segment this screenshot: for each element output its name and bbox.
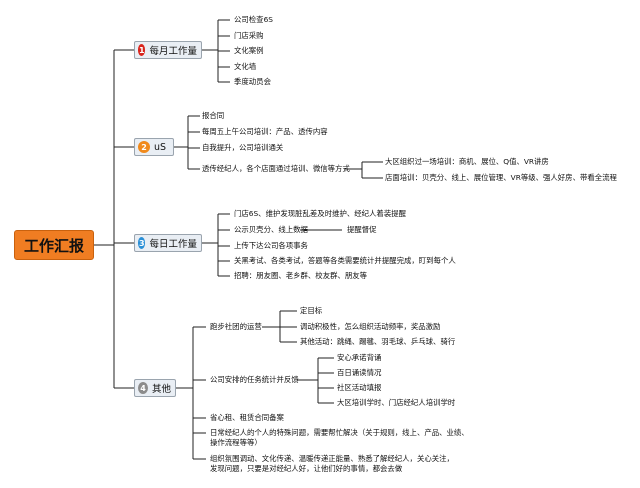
leaf-task-stats: 公司安排的任务统计并反馈: [210, 375, 299, 384]
leaf-quarterly-rally: 季度动员会: [234, 77, 271, 86]
leaf-promise: 安心承诺背诵: [337, 353, 382, 362]
leaf-6s-inspection: 公司检查6S: [234, 15, 273, 24]
leaf-rental: 省心租、租赁合同备案: [210, 413, 284, 422]
leaf-other-activities: 其他活动：跳绳、踢毽、羽毛球、乒乓球、骑行: [300, 337, 456, 346]
leaf-store-training: 店面培训：贝壳分、线上、展位管理、VR等级、强人好房、带看全流程: [385, 173, 617, 182]
branch-daily[interactable]: 3 每日工作量: [134, 234, 202, 252]
leaf-motivation: 调动积极性，怎么组织活动频率，奖品激励: [300, 322, 441, 331]
branch-other[interactable]: 4 其他: [134, 379, 176, 397]
leaf-reading: 百日诵读情况: [337, 368, 382, 377]
leaf-region-training: 大区组织过一场培训：商机、展位、Q值、VR讲房: [385, 157, 549, 166]
leaf-pass-to-agents: 透传经纪人，各个店面通过培训、微信等方式: [202, 164, 350, 173]
leaf-publish-score: 公示贝壳分、线上数据: [234, 225, 308, 234]
leaf-community: 社区活动填报: [337, 383, 382, 392]
number-badge-3: 3: [138, 237, 146, 249]
leaf-special-issues: 日常经纪人的个人的特殊问题，需要帮忙解决（关于规则，线上、产品、业绩、操作流程等…: [210, 428, 469, 447]
leaf-set-goals: 定目标: [300, 306, 323, 315]
branch-monthly[interactable]: 1 每月工作量: [134, 41, 202, 59]
leaf-atmosphere: 组织氛围调动、文化传递、温暖传递正能量、熟悉了解经纪人，关心关注，发现问题，只要…: [210, 454, 454, 473]
number-badge-1: 1: [138, 44, 146, 56]
branch-label: uS: [154, 141, 167, 153]
leaf-friday-training: 每周五上午公司培训：产品、透传内容: [202, 127, 328, 136]
number-badge-2: 2: [138, 141, 150, 153]
leaf-training-hours: 大区培训学时、门店经纪人培训学时: [337, 398, 456, 407]
leaf-contract: 报合同: [202, 111, 225, 120]
leaf-store-purchase: 门店采购: [234, 31, 264, 40]
root-node[interactable]: 工作汇报: [14, 230, 94, 260]
leaf-culture-case: 文化案例: [234, 46, 264, 55]
leaf-store-6s: 门店6S、维护发现脏乱差及时维护、经纪人着装提醒: [234, 209, 406, 218]
leaf-remind: 提醒督促: [347, 225, 377, 234]
branch-label: 每月工作量: [149, 46, 197, 57]
leaf-relay-affairs: 上传下达公司各项事务: [234, 241, 308, 250]
branch-us[interactable]: 2 uS: [134, 138, 174, 156]
number-badge-4: 4: [138, 382, 148, 394]
branch-label: 每日工作量: [149, 239, 197, 250]
branch-label: 其他: [151, 384, 171, 395]
leaf-recruit: 招聘：朋友圈、老乡群、校友群、朋友等: [234, 271, 368, 280]
leaf-self-improvement: 自我提升，公司培训通关: [202, 143, 284, 152]
leaf-running-club: 跑步社团的运营: [210, 322, 262, 331]
leaf-exams: 关黑考试、各类考试，答题等各类需要统计并提醒完成，盯到每个人: [234, 256, 456, 265]
leaf-culture-wall: 文化墙: [234, 62, 257, 71]
